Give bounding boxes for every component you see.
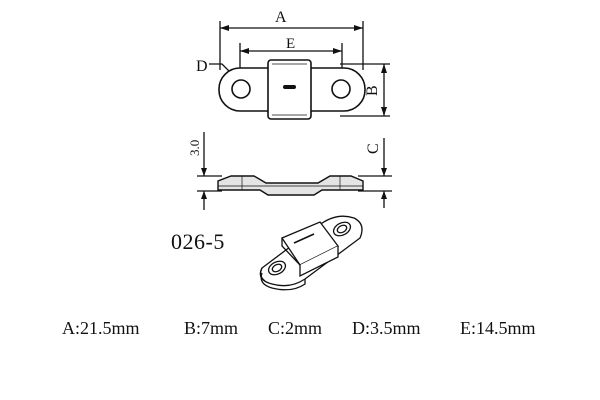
spec-a: A:21.5mm [62, 318, 140, 338]
spec-c: C:2mm [268, 318, 323, 338]
top-view: A E D [196, 9, 390, 120]
dimension-a: A [219, 9, 364, 70]
dimension-label-d: D [196, 58, 208, 75]
spec-b: B:7mm [184, 318, 239, 338]
thickness-label: 3.0 [187, 140, 202, 156]
dimension-b: B [340, 63, 390, 117]
top-view-outline [218, 59, 366, 120]
isometric-view [259, 215, 363, 291]
spec-e: E:14.5mm [460, 318, 536, 338]
spec-d: D:3.5mm [352, 318, 421, 338]
side-view-profile [217, 175, 364, 196]
dimension-label-e: E [286, 36, 295, 52]
dimension-c: C [358, 138, 392, 208]
dimension-thickness: 3.0 [187, 132, 222, 210]
dimension-label-b: B [364, 85, 381, 96]
dimension-label-a: A [275, 9, 287, 26]
part-code: 026-5 [171, 229, 225, 254]
side-view: 3.0 C [187, 132, 392, 210]
dimension-label-c: C [365, 143, 382, 154]
